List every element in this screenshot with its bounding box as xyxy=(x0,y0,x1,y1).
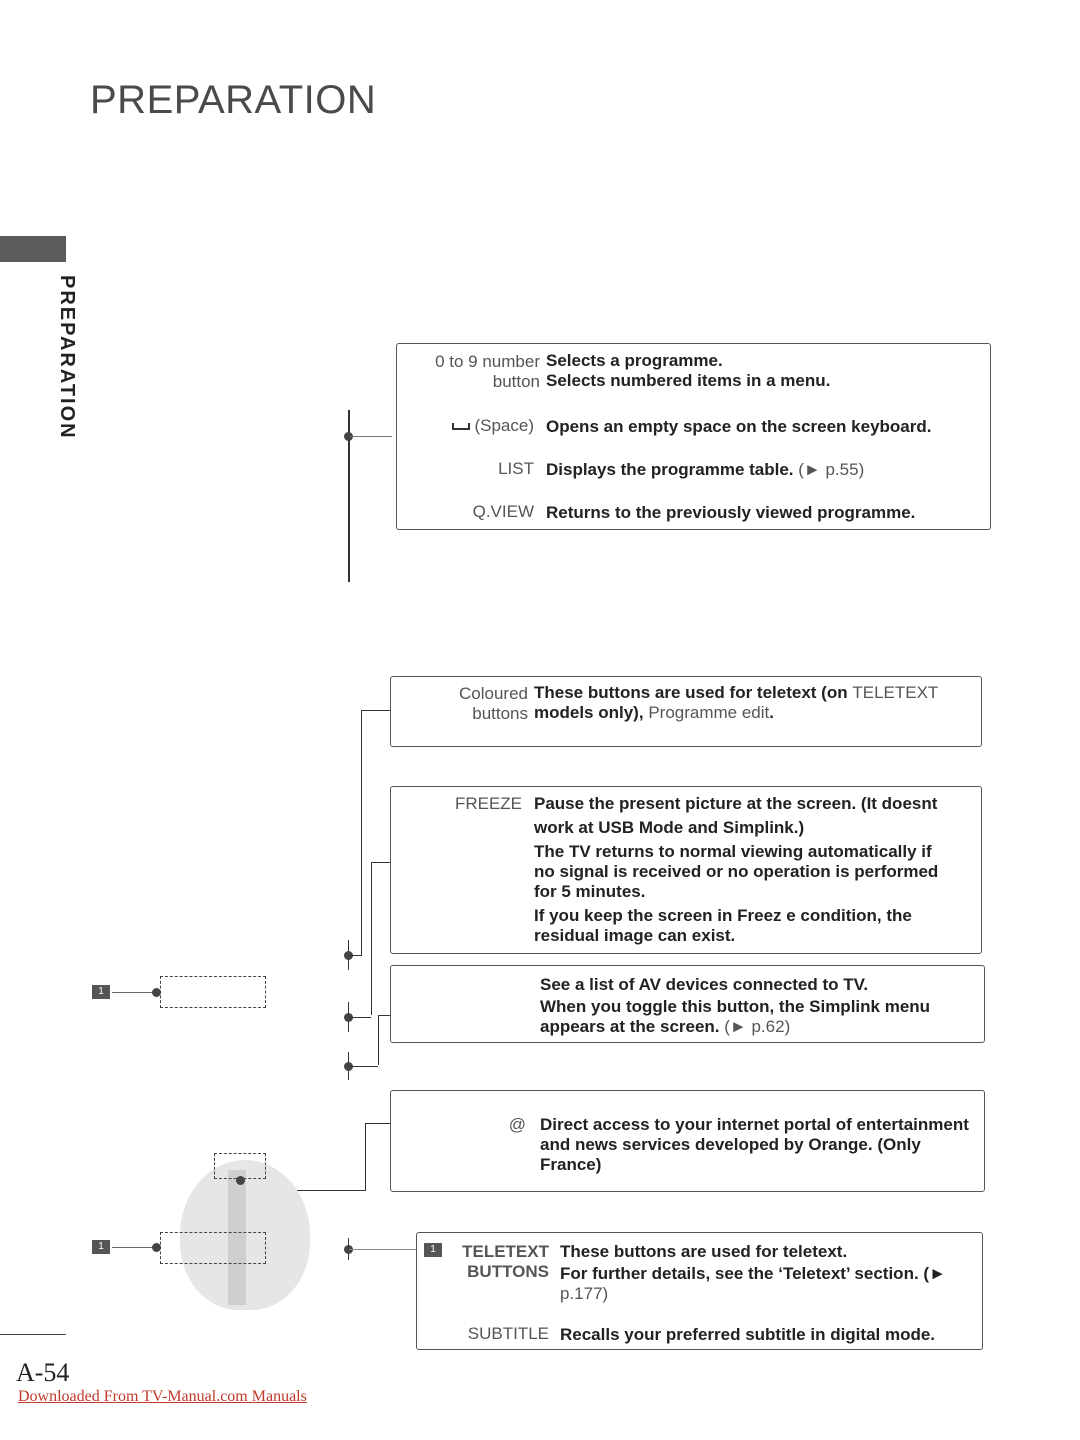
desc-teletext: These buttons are used for teletext. For… xyxy=(560,1242,978,1304)
connector-line xyxy=(240,1190,366,1191)
term-line: BUTTONS xyxy=(467,1262,549,1281)
connector-line xyxy=(361,710,362,956)
connector-dot xyxy=(236,1176,245,1185)
desc-portal: Direct access to your internet portal of… xyxy=(540,1115,1020,1175)
connector-line xyxy=(349,1066,378,1067)
desc-text: TELETEXT xyxy=(852,683,939,702)
connector-dot xyxy=(344,951,353,960)
connector-dot xyxy=(344,1062,353,1071)
desc-line: When you toggle this button, the Simplin… xyxy=(540,997,931,1016)
space-key-icon xyxy=(452,423,471,431)
term-teletext-buttons: TELETEXT BUTTONS xyxy=(446,1242,549,1282)
page-reference: (► xyxy=(923,1264,946,1283)
connector-dot xyxy=(152,1243,161,1252)
connector-dot xyxy=(344,432,353,441)
connector-line xyxy=(378,1015,379,1065)
desc-text: (Only xyxy=(877,1135,921,1154)
teletext-info-box xyxy=(416,1232,983,1350)
desc-text: Displays the programme table. xyxy=(546,460,794,479)
term-text: (Space) xyxy=(474,416,534,435)
term-number-button: 0 to 9 number button xyxy=(398,352,540,392)
page-reference: (► p.55) xyxy=(798,460,865,479)
number-buttons-info-box xyxy=(396,343,991,530)
desc-text: These buttons are used for teletext (on xyxy=(534,683,848,702)
term-line: button xyxy=(492,372,540,391)
term-space: (Space) xyxy=(398,416,534,436)
connector-dot xyxy=(152,988,161,997)
connector-line xyxy=(349,1249,417,1250)
connector-line xyxy=(371,862,391,863)
desc-line: Selects numbered items in a menu. xyxy=(546,371,831,390)
desc-text: appears at the screen. xyxy=(540,1017,720,1036)
simplink-info-box xyxy=(390,965,985,1043)
desc-line: no signal is received or no operation is… xyxy=(534,862,939,881)
page-number: A-54 xyxy=(16,1358,70,1387)
desc-coloured-buttons: These buttons are used for teletext (on … xyxy=(534,683,974,723)
coloured-buttons-info-box xyxy=(390,676,982,747)
desc-line: These buttons are used for teletext. xyxy=(560,1242,848,1261)
section-label: PREPARATION xyxy=(56,275,78,440)
desc-text: For further details, see the ‘Teletext’ … xyxy=(560,1264,919,1283)
connector-line xyxy=(349,1017,371,1018)
remote-button-highlight xyxy=(160,976,266,1008)
term-qview: Q.VIEW xyxy=(472,502,534,521)
desc-line: The TV returns to normal viewing automat… xyxy=(534,842,932,861)
desc-text: Pause the present picture at the screen. xyxy=(534,794,857,813)
term-line: buttons xyxy=(472,704,528,723)
connector-line xyxy=(349,955,361,956)
desc-text: models only), xyxy=(534,703,644,722)
connector-line xyxy=(365,1123,391,1124)
freeze-info-box xyxy=(390,786,982,954)
source-link[interactable]: Downloaded From TV-Manual.com Manuals xyxy=(18,1388,307,1405)
desc-line: for 5 minutes. xyxy=(534,882,646,901)
section-tab xyxy=(0,236,66,262)
desc-text: . xyxy=(769,703,774,722)
desc-line: work at USB Mode and Simplink.) xyxy=(534,818,805,837)
desc-space: Opens an empty space on the screen keybo… xyxy=(546,417,932,436)
footnote-badge: 1 xyxy=(424,1243,442,1257)
footnote-badge: 1 xyxy=(92,1240,110,1254)
desc-subtitle: Recalls your preferred subtitle in digit… xyxy=(560,1325,936,1344)
connector-dot xyxy=(344,1013,353,1022)
desc-line: residual image can exist. xyxy=(534,926,736,945)
connector-line xyxy=(112,1247,157,1248)
portal-info-box xyxy=(390,1090,985,1192)
term-line: TELETEXT xyxy=(462,1242,549,1261)
connector-line xyxy=(378,1015,391,1016)
term-coloured-buttons: Coloured buttons xyxy=(392,684,528,724)
desc-line: If you keep the screen in Freez e condit… xyxy=(534,906,912,925)
remote-button-highlight xyxy=(160,1232,266,1264)
connector-dot xyxy=(344,1245,353,1254)
connector-line xyxy=(112,992,157,993)
term-at: @ xyxy=(508,1115,526,1134)
desc-list: Displays the programme table. (► p.55) xyxy=(546,460,864,480)
desc-line: Direct access to your internet portal of… xyxy=(540,1115,969,1134)
connector-line xyxy=(348,410,350,582)
desc-text: and news services developed by Orange. xyxy=(540,1135,873,1154)
desc-text: (It doesnt xyxy=(860,794,938,813)
footer-rule xyxy=(0,1334,66,1335)
footnote-badge: 1 xyxy=(92,985,110,999)
connector-line xyxy=(365,1123,366,1191)
desc-line: France) xyxy=(540,1155,602,1174)
term-line: 0 to 9 number xyxy=(435,352,540,371)
term-freeze: FREEZE xyxy=(454,794,522,813)
desc-line: See a list of AV devices connected to TV… xyxy=(540,975,869,994)
remote-control-image xyxy=(228,1170,246,1305)
connector-line xyxy=(361,710,391,711)
desc-freeze: Pause the present picture at the screen.… xyxy=(534,794,984,946)
term-list: LIST xyxy=(498,459,534,478)
term-line: Coloured xyxy=(459,684,528,703)
page-reference: (► p.62) xyxy=(724,1017,791,1036)
desc-line: Selects a programme. xyxy=(546,351,723,370)
term-subtitle: SUBTITLE xyxy=(467,1324,549,1343)
desc-text: Programme edit xyxy=(648,703,770,722)
connector-line xyxy=(371,862,372,1015)
page-reference: p.177) xyxy=(560,1284,609,1303)
desc-number-button: Selects a programme. Selects numbered it… xyxy=(546,351,830,391)
desc-qview: Returns to the previously viewed program… xyxy=(546,503,916,522)
connector-line xyxy=(350,436,392,437)
page-title: PREPARATION xyxy=(90,78,377,122)
desc-simplink: See a list of AV devices connected to TV… xyxy=(540,975,980,1037)
